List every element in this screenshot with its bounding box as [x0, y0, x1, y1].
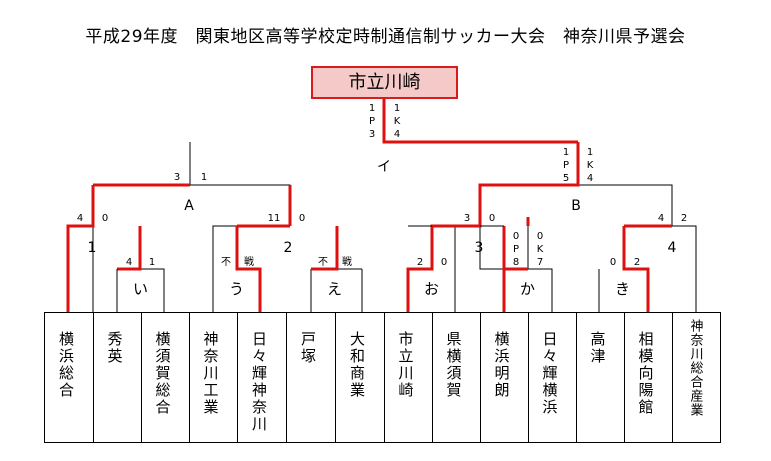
score-m4-1: 2 — [416, 257, 424, 268]
match-label-ki: き — [614, 280, 630, 298]
score-final-left-3: 3 — [368, 129, 376, 140]
score-m2-1: 不 — [221, 257, 231, 268]
match-label-ka: か — [519, 280, 535, 298]
team-name: 横浜明朗 — [492, 331, 511, 399]
section-a-label: A — [184, 198, 194, 214]
score-a-left-1: 4 — [76, 213, 84, 224]
score-m1-1: 4 — [125, 257, 133, 268]
score-final-right-3: 4 — [393, 129, 401, 140]
score-semi-right-pk-2: P — [562, 160, 570, 171]
team-cell: 秀英 — [93, 312, 142, 443]
team-cell: 相模向陽館 — [624, 312, 673, 443]
score-a-right-1: 11 — [267, 213, 281, 224]
score-b-right-2: 2 — [680, 213, 688, 224]
team-cell: 戸塚 — [286, 312, 336, 443]
section-b-label: B — [571, 198, 581, 214]
score-m2-2: 戦 — [244, 257, 254, 268]
score-a-left-2: 0 — [101, 213, 109, 224]
score-m6-1: 0 — [609, 257, 617, 268]
score-b-right-1: 4 — [657, 213, 665, 224]
round-label-2: 2 — [283, 240, 293, 256]
score-semi-right-k-2: K — [586, 160, 594, 171]
score-b-left-1: 3 — [463, 213, 471, 224]
champion-box: 市立川崎 — [311, 66, 458, 99]
team-name: 秀英 — [105, 331, 124, 365]
score-semi-left-1: 3 — [173, 172, 181, 183]
team-cell: 神奈川総合産業 — [672, 312, 721, 443]
score-semi-right-pk-3: 5 — [562, 173, 570, 184]
round-label-3: 3 — [474, 240, 484, 256]
score-a-right-2: 0 — [298, 213, 306, 224]
team-name: 戸塚 — [299, 331, 317, 365]
score-m5-k-1: 0 — [536, 231, 544, 242]
team-name: 神奈川総合産業 — [687, 319, 703, 417]
score-m5-pk-3: 8 — [512, 257, 520, 268]
team-cell: 日々輝横浜 — [528, 312, 577, 443]
match-label-i: い — [132, 280, 148, 298]
score-semi-left-2: 1 — [200, 172, 208, 183]
team-cell: 神奈川工業 — [189, 312, 238, 443]
team-cell: 高津 — [576, 312, 625, 443]
page-title: 平成29年度 関東地区高等学校定時制通信制サッカー大会 神奈川県予選会 — [85, 27, 686, 47]
team-name: 横須賀総合 — [153, 331, 172, 416]
team-cell: 横須賀総合 — [141, 312, 190, 443]
match-label-o: お — [423, 280, 439, 298]
score-m5-pk-2: P — [512, 244, 520, 255]
team-cell: 日々輝神奈川 — [237, 312, 287, 443]
team-name: 相模向陽館 — [636, 331, 655, 416]
team-cell: 横浜総合 — [44, 312, 94, 443]
team-name: 日々輝横浜 — [540, 331, 559, 416]
team-name: 日々輝神奈川 — [250, 331, 268, 433]
team-name: 高津 — [588, 331, 607, 365]
score-final-left-2: P — [368, 116, 376, 127]
round-label-1: 1 — [87, 240, 97, 256]
score-m3-1: 不 — [318, 257, 328, 268]
round-label-4: 4 — [667, 240, 677, 256]
team-cell: 県横須賀 — [432, 312, 481, 443]
team-cell: 大和商業 — [335, 312, 385, 443]
score-m1-2: 1 — [148, 257, 156, 268]
score-m4-2: 0 — [440, 257, 448, 268]
team-cell: 市立川崎 — [384, 312, 433, 443]
team-name: 神奈川工業 — [201, 331, 220, 416]
team-name: 県横須賀 — [444, 331, 463, 399]
score-semi-right-k-3: 4 — [586, 173, 594, 184]
match-label-u: う — [228, 280, 244, 298]
team-name: 横浜総合 — [57, 331, 75, 399]
score-b-left-2: 0 — [488, 213, 496, 224]
score-m5-k-2: K — [536, 244, 544, 255]
section-left-label: イ — [377, 159, 391, 175]
match-label-e: え — [326, 280, 342, 298]
team-name: 大和商業 — [348, 331, 366, 399]
score-semi-right-k-1: 1 — [586, 147, 594, 158]
score-m3-2: 戦 — [342, 257, 352, 268]
score-m5-pk-1: 0 — [512, 231, 520, 242]
score-semi-right-pk-1: 1 — [562, 147, 570, 158]
score-m6-2: 2 — [633, 257, 641, 268]
team-name: 市立川崎 — [396, 331, 415, 399]
score-final-right-2: K — [393, 116, 401, 127]
score-m5-k-3: 7 — [536, 257, 544, 268]
score-final-left-1: 1 — [368, 103, 376, 114]
score-final-right-1: 1 — [393, 103, 401, 114]
team-cell: 横浜明朗 — [480, 312, 529, 443]
